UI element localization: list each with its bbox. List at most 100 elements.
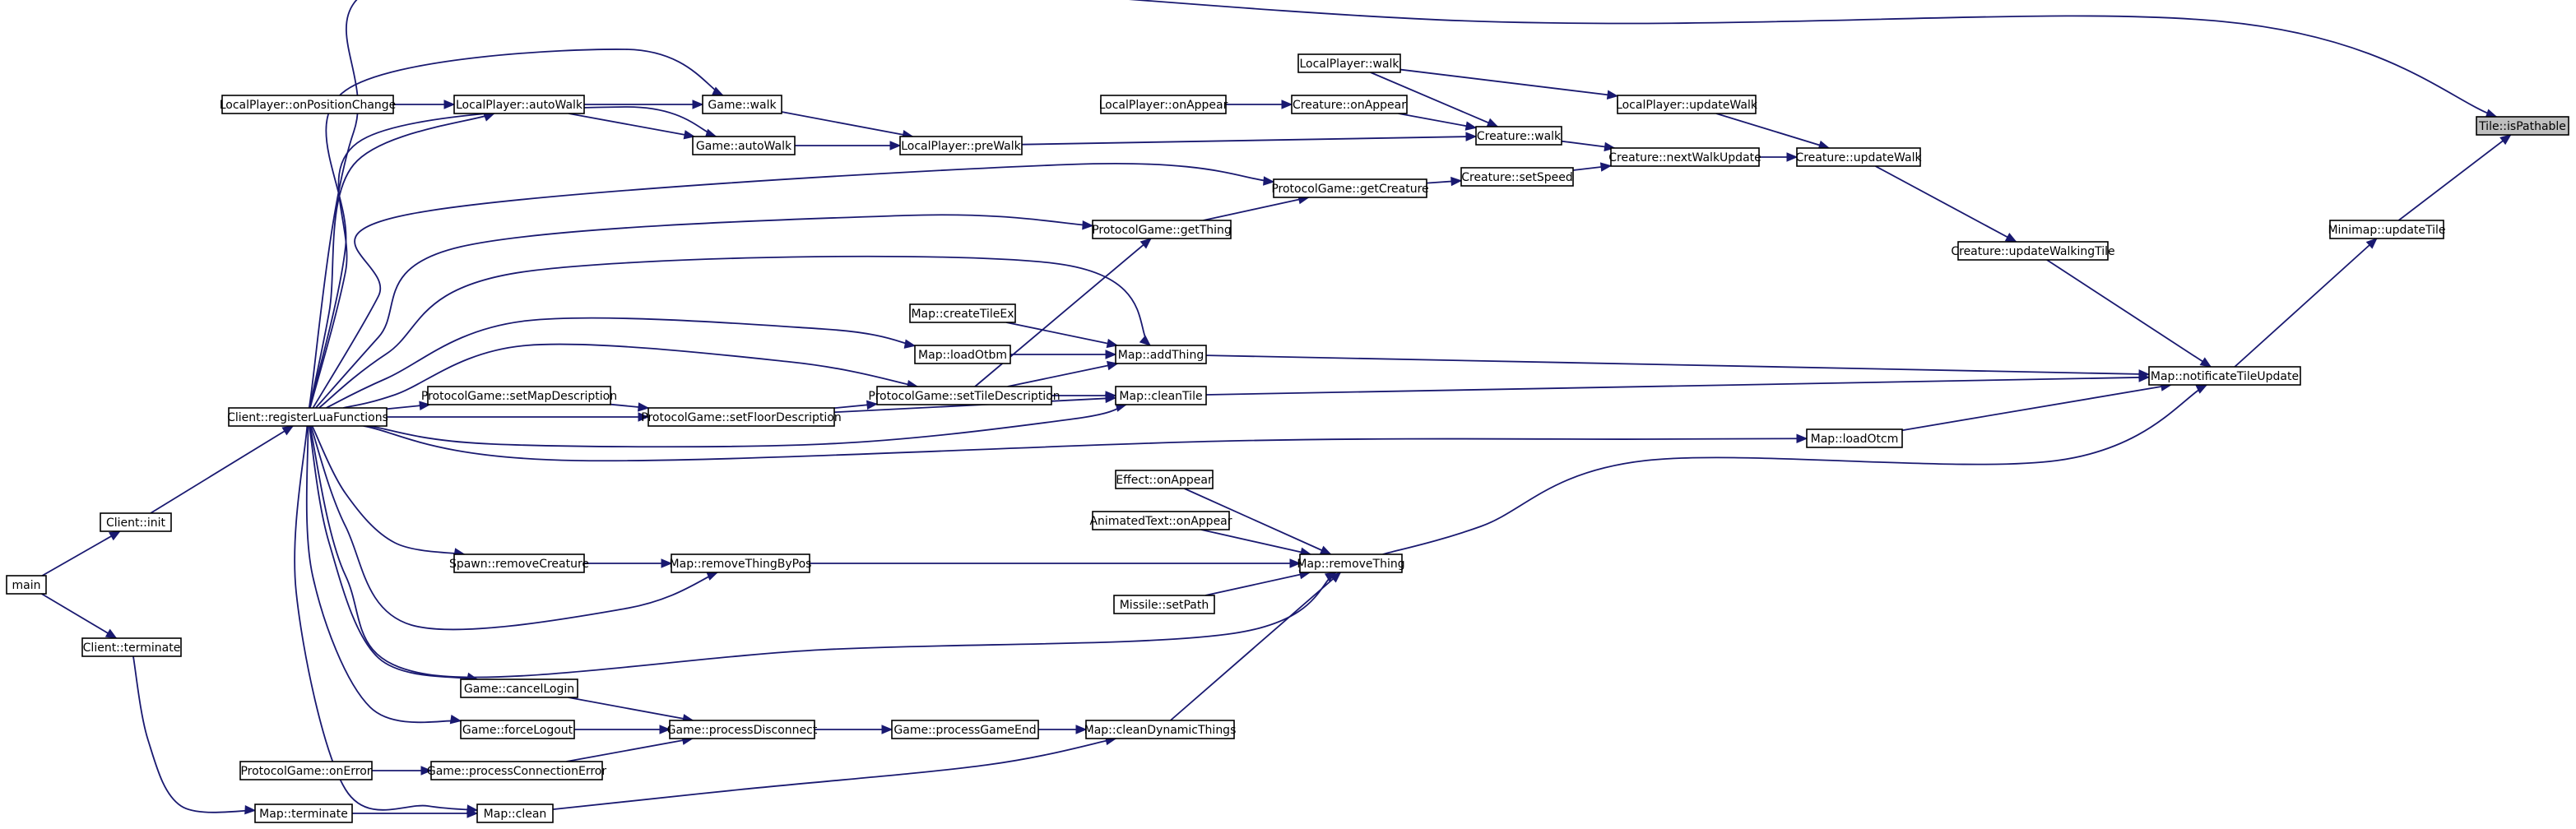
node-protocolgame-setfloordescription[interactable]: ProtocolGame::setFloorDescription: [641, 407, 842, 427]
node-box[interactable]: [100, 512, 172, 532]
node-box[interactable]: [1297, 53, 1401, 73]
node-client-init[interactable]: Client::init: [100, 512, 172, 532]
node-box[interactable]: [1610, 147, 1760, 167]
node-box[interactable]: [891, 720, 1039, 739]
node-map-removethingbypos[interactable]: Map::removeThingByPos: [670, 553, 812, 573]
node-game-processdisconnect[interactable]: Game::processDisconnect: [667, 720, 818, 739]
node-map-removething[interactable]: Map::removeThing: [1297, 553, 1405, 573]
node-game-processgameend[interactable]: Game::processGameEnd: [891, 720, 1039, 739]
node-box[interactable]: [1299, 553, 1403, 573]
node-box[interactable]: [1796, 147, 1921, 167]
edge-line: [568, 697, 694, 721]
node-client-registerluafunctions[interactable]: Client::registerLuaFunctions: [227, 407, 388, 427]
node-box[interactable]: [221, 95, 394, 114]
node-localplayer-walk[interactable]: LocalPlayer::walk: [1297, 53, 1401, 73]
node-box[interactable]: [254, 804, 353, 823]
node-protocolgame-getthing[interactable]: ProtocolGame::getThing: [1092, 220, 1232, 239]
node-map-clean[interactable]: Map::clean: [476, 804, 554, 823]
node-box[interactable]: [1092, 511, 1230, 530]
node-box[interactable]: [692, 136, 796, 155]
node-tile-ispathable[interactable]: Tile::isPathable: [2476, 116, 2569, 136]
node-box[interactable]: [427, 386, 611, 405]
node-map-createtileex[interactable]: Map::createTileEx: [909, 303, 1016, 323]
node-box[interactable]: [1115, 345, 1207, 364]
edge-line: [41, 530, 121, 577]
node-box[interactable]: [1806, 428, 1903, 448]
node-box[interactable]: [2476, 116, 2569, 136]
node-box[interactable]: [2148, 366, 2301, 386]
node-box[interactable]: [2329, 220, 2444, 239]
node-box[interactable]: [1617, 95, 1757, 114]
node-minimap-updatetile[interactable]: Minimap::updateTile: [2328, 220, 2446, 239]
node-localplayer-onpositionchange[interactable]: LocalPlayer::onPositionChange: [220, 95, 397, 114]
node-map-addthing[interactable]: Map::addThing: [1115, 345, 1207, 364]
node-creature-updatewalk[interactable]: Creature::updateWalk: [1795, 147, 1922, 167]
node-localplayer-autowalk[interactable]: LocalPlayer::autoWalk: [453, 95, 585, 114]
node-creature-onappear[interactable]: Creature::onAppear: [1291, 95, 1408, 114]
node-box[interactable]: [460, 720, 575, 739]
edge-localplayer_autowalk-to-game_autowalk: [568, 113, 696, 140]
node-box[interactable]: [453, 553, 585, 573]
node-box[interactable]: [1085, 720, 1235, 739]
node-game-autowalk[interactable]: Game::autoWalk: [692, 136, 796, 155]
node-box[interactable]: [899, 136, 1023, 155]
node-box[interactable]: [909, 303, 1016, 323]
node-creature-walk[interactable]: Creature::walk: [1475, 126, 1562, 146]
node-box[interactable]: [876, 386, 1052, 405]
node-game-forcelogout[interactable]: Game::forceLogout: [460, 720, 575, 739]
node-box[interactable]: [1291, 95, 1408, 114]
node-localplayer-updatewalk[interactable]: LocalPlayer::updateWalk: [1616, 95, 1758, 114]
node-box[interactable]: [1475, 126, 1562, 146]
node-creature-nextwalkupdate[interactable]: Creature::nextWalkUpdate: [1608, 147, 1761, 167]
node-box[interactable]: [460, 678, 578, 698]
edge-creature_walk-to-creature_nextwalkupdate: [1561, 140, 1616, 152]
node-game-cancellogin[interactable]: Game::cancelLogin: [460, 678, 578, 698]
node-protocolgame-settiledescription[interactable]: ProtocolGame::setTileDescription: [868, 386, 1061, 405]
node-box[interactable]: [702, 95, 782, 114]
node-box[interactable]: [671, 553, 810, 573]
node-map-loadotcm[interactable]: Map::loadOtcm: [1806, 428, 1903, 448]
node-map-notificatetileupdate[interactable]: Map::notificateTileUpdate: [2148, 366, 2301, 386]
node-protocolgame-setmapdescription[interactable]: ProtocolGame::setMapDescription: [421, 386, 617, 405]
node-box[interactable]: [1115, 470, 1214, 489]
node-box[interactable]: [453, 95, 585, 114]
node-label: ProtocolGame::setFloorDescription: [641, 411, 842, 424]
node-box[interactable]: [914, 345, 1011, 364]
node-box[interactable]: [1100, 95, 1227, 114]
node-map-terminate[interactable]: Map::terminate: [254, 804, 353, 823]
node-box[interactable]: [430, 761, 603, 780]
node-missile-setpath[interactable]: Missile::setPath: [1113, 595, 1215, 614]
node-box[interactable]: [228, 407, 388, 427]
node-box[interactable]: [1460, 167, 1574, 187]
node-game-processconnectionerror[interactable]: Game::processConnectionError: [427, 761, 606, 780]
node-box[interactable]: [1957, 241, 2109, 261]
node-creature-setspeed[interactable]: Creature::setSpeed: [1460, 167, 1574, 187]
node-creature-updatewalkingtile[interactable]: Creature::updateWalkingTile: [1951, 241, 2115, 261]
node-protocolgame-getcreature[interactable]: ProtocolGame::getCreature: [1271, 178, 1429, 198]
node-box[interactable]: [81, 637, 182, 657]
node-box[interactable]: [647, 407, 835, 427]
node-box[interactable]: [476, 804, 554, 823]
node-spawn-removecreature[interactable]: Spawn::removeCreature: [449, 553, 589, 573]
node-map-loadotbm[interactable]: Map::loadOtbm: [914, 345, 1011, 364]
node-map-cleantile[interactable]: Map::cleanTile: [1115, 386, 1207, 405]
node-animatedtext-onappear[interactable]: AnimatedText::onAppear: [1089, 511, 1232, 530]
node-game-walk[interactable]: Game::walk: [702, 95, 782, 114]
edge-game_processgameend-to-map_cleandynamicthings: [1038, 725, 1088, 734]
node-main[interactable]: main: [6, 575, 47, 595]
node-label: Client::registerLuaFunctions: [227, 411, 388, 424]
node-map-cleandynamicthings[interactable]: Map::cleanDynamicThings: [1084, 720, 1237, 739]
node-protocolgame-onerror[interactable]: ProtocolGame::onError: [239, 761, 373, 780]
node-effect-onappear[interactable]: Effect::onAppear: [1115, 470, 1214, 489]
node-box[interactable]: [1113, 595, 1215, 614]
node-label: LocalPlayer::onPositionChange: [220, 99, 397, 112]
node-localplayer-onappear[interactable]: LocalPlayer::onAppear: [1099, 95, 1228, 114]
node-box[interactable]: [239, 761, 373, 780]
node-box[interactable]: [669, 720, 815, 739]
node-box[interactable]: [1273, 178, 1427, 198]
node-box[interactable]: [1115, 386, 1207, 405]
node-box[interactable]: [1092, 220, 1232, 239]
node-localplayer-prewalk[interactable]: LocalPlayer::preWalk: [899, 136, 1023, 155]
node-box[interactable]: [6, 575, 47, 595]
node-client-terminate[interactable]: Client::terminate: [81, 637, 182, 657]
